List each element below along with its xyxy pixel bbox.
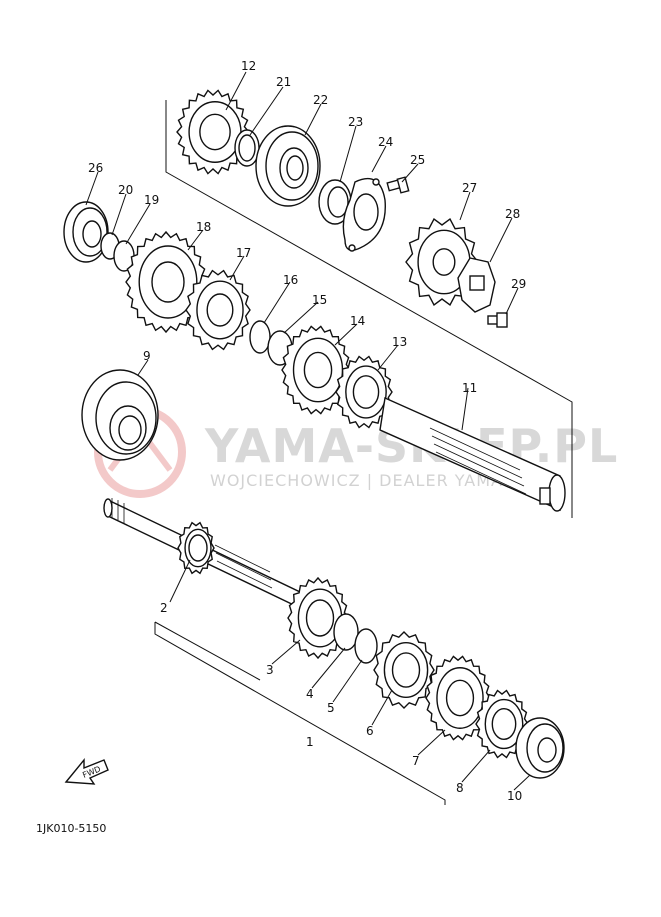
part-29-bolt	[487, 312, 508, 328]
callout-11: 11	[462, 381, 477, 395]
callout-8: 8	[456, 781, 464, 795]
part-11-main-axle	[379, 396, 566, 512]
part-7-gear	[425, 655, 491, 741]
part-2-gear	[177, 521, 215, 575]
upper-assembly-bracket	[165, 100, 573, 518]
callout-7: 7	[412, 754, 420, 768]
part-23-oil-seal	[318, 179, 352, 225]
part-25-bolt	[386, 176, 410, 194]
callout-26: 26	[88, 161, 103, 175]
callout-23: 23	[348, 115, 363, 129]
leader-lines	[85, 71, 531, 791]
callout-28: 28	[505, 207, 520, 221]
callout-9: 9	[143, 349, 151, 363]
callout-20: 20	[118, 183, 133, 197]
callout-19: 19	[144, 193, 159, 207]
part-28-lock-washer	[457, 257, 496, 313]
callout-15: 15	[312, 293, 327, 307]
watermark-subtitle: WOJCIECHOWICZ | DEALER YAMAHA	[210, 471, 528, 490]
part-14-gear	[281, 325, 351, 415]
part-18-gear	[125, 230, 207, 334]
callout-18: 18	[196, 220, 211, 234]
callout-25: 25	[410, 153, 425, 167]
part-10-bearing	[515, 717, 565, 779]
part-16-circlip	[249, 320, 271, 354]
watermark: YAMA-SKLEP.PL WOJCIECHOWICZ | DEALER YAM…	[94, 406, 617, 498]
part-5-circlip	[354, 628, 378, 664]
lower-assembly-bracket	[154, 622, 446, 805]
part-17-gear	[185, 269, 251, 351]
callout-labels: 1 2 3 4 5 6 7 8 9 10 11 12 13 14 15 16 1…	[88, 59, 526, 803]
callout-27: 27	[462, 181, 477, 195]
callout-24: 24	[378, 135, 393, 149]
part-13-gear	[335, 355, 393, 429]
part-8-gear	[475, 689, 529, 759]
callout-12: 12	[241, 59, 256, 73]
part-26-bearing	[63, 201, 109, 263]
callout-6: 6	[366, 724, 374, 738]
callout-29: 29	[511, 277, 526, 291]
part-24-plate	[342, 177, 386, 252]
part-3-gear	[287, 576, 349, 660]
callout-17: 17	[236, 246, 251, 260]
callout-2: 2	[160, 601, 168, 615]
callout-21: 21	[276, 75, 291, 89]
callout-13: 13	[392, 335, 407, 349]
callout-16: 16	[283, 273, 298, 287]
callout-3: 3	[266, 663, 274, 677]
diagram-code: 1JK010-5150	[36, 822, 106, 835]
part-6-gear	[373, 631, 435, 709]
callout-1: 1	[306, 735, 314, 749]
part-4-washer	[333, 613, 359, 651]
callout-5: 5	[327, 701, 335, 715]
callout-4: 4	[306, 687, 314, 701]
callout-10: 10	[507, 789, 522, 803]
part-22-bearing	[255, 125, 321, 207]
part-9-bearing	[81, 369, 159, 461]
forward-arrow-icon: FWD	[64, 758, 109, 785]
callout-22: 22	[313, 93, 328, 107]
callout-14: 14	[350, 314, 365, 328]
